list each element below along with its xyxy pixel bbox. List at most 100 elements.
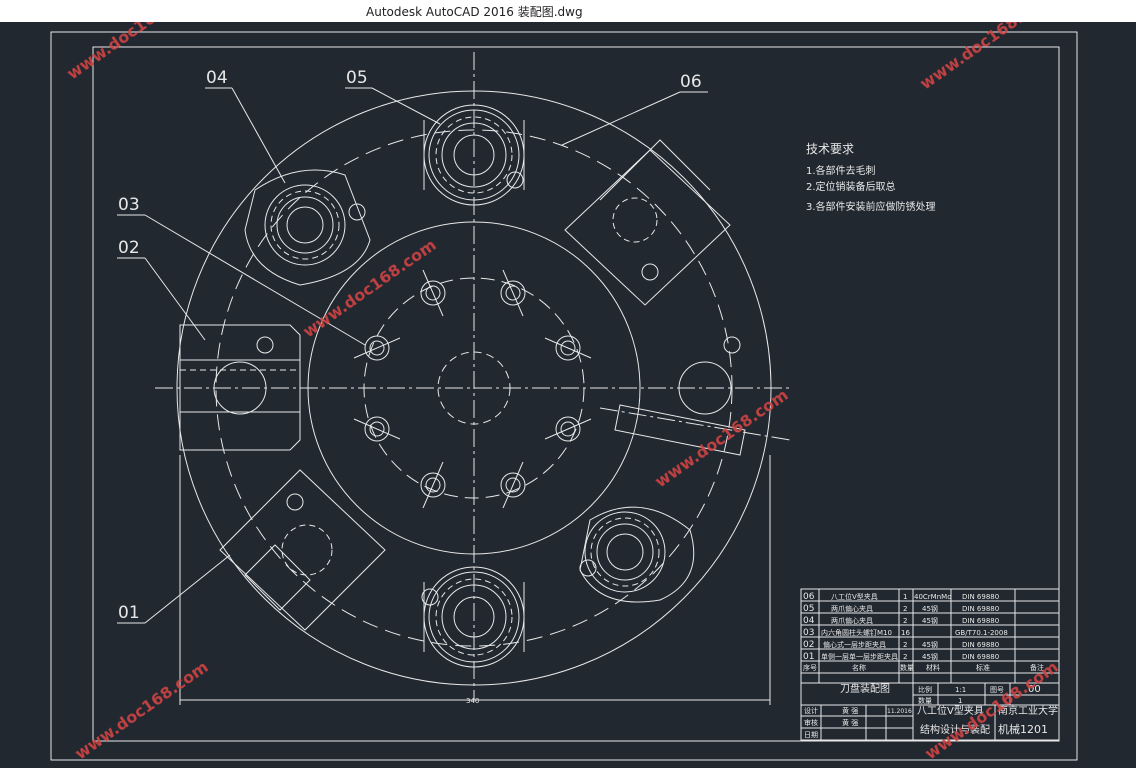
fixture-01	[219, 469, 386, 631]
title-bar: Autodesk AutoCAD 2016 装配图.dwg	[0, 0, 1136, 22]
balloon-06: 06	[680, 72, 702, 92]
sheet-value: 00	[1028, 684, 1041, 695]
fixture-04	[244, 169, 371, 286]
balloon-05: 05	[346, 68, 368, 88]
svg-text:05: 05	[803, 604, 814, 614]
svg-text:02: 02	[803, 640, 814, 650]
svg-text:数量: 数量	[900, 663, 914, 672]
note-2: 2.定位销装备后取总	[806, 180, 896, 193]
note-3: 3.各部件安装前应做防锈处理	[806, 200, 936, 213]
bom-row: 05 两爪偏心夹具 2 45钢 DIN 69880	[803, 604, 999, 614]
svg-text:45钢: 45钢	[922, 616, 938, 625]
svg-text:名称: 名称	[852, 663, 866, 672]
scale-line: 11.2016	[887, 708, 912, 715]
disk-pcd-circle	[363, 277, 585, 499]
watermarks: www.doc168.com www.doc168.com www.doc168…	[63, 22, 1061, 763]
drawing-canvas[interactable]: 04 05 06 03 02 01 技术要求 1.各部件去毛刺 2.定位销装备后…	[0, 22, 1136, 768]
dimension-line	[179, 455, 771, 705]
balloon-02: 02	[118, 238, 140, 258]
svg-text:2: 2	[903, 617, 907, 625]
inner-frame	[92, 46, 1060, 742]
svg-text:01: 01	[803, 652, 814, 662]
svg-text:备注: 备注	[1030, 663, 1044, 672]
bom-row: 01 单侧一层单一层步距夹具 2 45钢 DIN 69880	[803, 652, 999, 662]
dimension-value: 340	[466, 697, 479, 705]
svg-text:16: 16	[901, 629, 910, 637]
svg-text:03: 03	[803, 628, 814, 638]
fixture-02	[179, 324, 301, 451]
disk-outer-circle	[176, 90, 772, 686]
screw-holes	[353, 269, 592, 509]
fixture-bottom	[421, 566, 525, 668]
fixture-lower-right	[579, 506, 695, 603]
svg-text:单侧一层单一层步距夹具: 单侧一层单一层步距夹具	[821, 652, 898, 661]
right-pin	[599, 336, 791, 456]
school-name: 南京工业大学	[998, 704, 1058, 717]
svg-text:04: 04	[803, 616, 815, 626]
bom-text: 06 八工位V型夹具 1 40CrMnMo DIN 69880 05 两爪偏心夹…	[803, 592, 1058, 739]
svg-text:DIN 69880: DIN 69880	[962, 641, 999, 649]
balloon-01: 01	[118, 603, 140, 623]
svg-text:DIN 69880: DIN 69880	[962, 605, 999, 613]
qty-value: 1	[958, 697, 962, 705]
svg-text:GB/T70.1-2008: GB/T70.1-2008	[955, 629, 1008, 637]
svg-text:40CrMnMo: 40CrMnMo	[914, 593, 951, 601]
watermark: www.doc168.com	[63, 22, 203, 83]
bom-row: 02 偏心式一层步距夹具 2 45钢 DIN 69880	[803, 640, 999, 650]
watermark: www.doc168.com	[916, 22, 1056, 93]
fixture-05	[423, 104, 525, 206]
role-design-value: 黄 强	[842, 706, 858, 715]
svg-text:45钢: 45钢	[922, 604, 938, 613]
notes-title: 技术要求	[806, 142, 854, 156]
technical-notes: 技术要求 1.各部件去毛刺 2.定位销装备后取总 3.各部件安装前应做防锈处理	[806, 142, 936, 213]
drawing-name: 刀盘装配图	[840, 682, 890, 695]
svg-text:材料: 材料	[926, 663, 940, 672]
class-name: 机械1201	[998, 722, 1048, 736]
svg-text:序号: 序号	[803, 663, 817, 672]
svg-text:内六角圆柱头螺钉M10: 内六角圆柱头螺钉M10	[821, 628, 892, 637]
svg-text:2: 2	[903, 605, 907, 613]
role-review-value: 黄 强	[842, 718, 858, 727]
svg-text:两爪偏心夹具: 两爪偏心夹具	[831, 604, 873, 613]
watermark: www.doc168.com	[299, 235, 439, 341]
svg-text:DIN 69880: DIN 69880	[962, 653, 999, 661]
svg-text:1: 1	[903, 593, 907, 601]
qty-label: 数量	[918, 696, 932, 705]
role-review: 审核	[804, 718, 818, 727]
bom-row: 03 内六角圆柱头螺钉M10 16 GB/T70.1-2008	[803, 628, 1008, 638]
watermark: www.doc168.com	[71, 657, 211, 763]
note-1: 1.各部件去毛刺	[806, 164, 876, 177]
svg-text:2: 2	[903, 653, 907, 661]
project-line1: 八工位V型夹具	[917, 704, 984, 717]
disk-center-bore	[437, 351, 511, 425]
svg-text:06: 06	[803, 592, 815, 602]
svg-text:DIN 69880: DIN 69880	[962, 617, 999, 625]
scale-value: 1:1	[955, 686, 966, 694]
disk-bolt-circle	[215, 129, 733, 647]
role-date: 日期	[804, 731, 818, 739]
svg-text:2: 2	[903, 641, 907, 649]
window-title: Autodesk AutoCAD 2016 装配图.dwg	[366, 5, 583, 19]
drawing-geometry	[50, 31, 1078, 761]
project-line2: 结构设计与装配	[920, 723, 990, 736]
svg-text:两爪偏心夹具: 两爪偏心夹具	[831, 616, 873, 625]
svg-text:DIN 69880: DIN 69880	[962, 593, 999, 601]
leader-lines	[117, 87, 708, 624]
svg-text:标准: 标准	[976, 663, 990, 672]
svg-text:偏心式一层步距夹具: 偏心式一层步距夹具	[823, 640, 886, 649]
bom-row: 04 两爪偏心夹具 2 45钢 DIN 69880	[803, 616, 999, 626]
bom-row: 06 八工位V型夹具 1 40CrMnMo DIN 69880	[803, 592, 999, 602]
watermark: www.doc168.com	[651, 385, 791, 491]
outer-frame	[50, 31, 1078, 761]
role-design: 设计	[804, 706, 818, 715]
scale-label: 比例	[918, 685, 932, 694]
fixture-06	[564, 139, 731, 306]
balloon-labels: 04 05 06 03 02 01	[118, 68, 702, 623]
sheet-label: 图号	[990, 686, 1004, 694]
svg-text:45钢: 45钢	[922, 640, 938, 649]
balloon-04: 04	[206, 68, 228, 88]
balloon-03: 03	[118, 195, 140, 215]
svg-text:45钢: 45钢	[922, 652, 938, 661]
disk-inner-circle	[307, 221, 641, 555]
bom-table	[800, 588, 1060, 741]
